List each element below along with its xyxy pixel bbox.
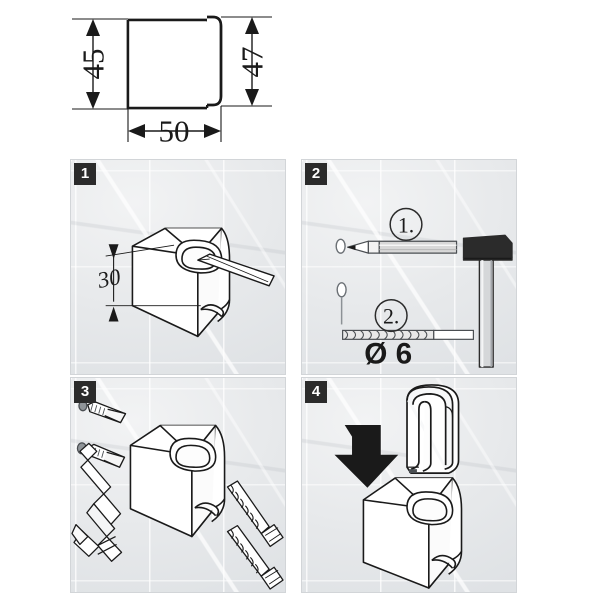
dimension-label-50: 50: [159, 114, 190, 149]
wall-bracket: [129, 424, 226, 538]
step-panel-3: 3: [70, 377, 286, 593]
dimension-label-30: 30: [94, 264, 123, 294]
pencil: [197, 253, 275, 287]
silicone-gun: [71, 442, 123, 562]
step-panel-1: 1: [70, 159, 286, 375]
drill-diameter-label: Ø 6: [364, 338, 412, 371]
step-3-illustration: [71, 400, 284, 590]
dimension-label-45: 45: [76, 49, 111, 80]
arrow-down-47: [245, 89, 259, 106]
step-4-illustration: [334, 384, 463, 589]
sub-step-2-circle: [374, 298, 408, 333]
step-panel-4: 4: [301, 377, 517, 593]
wall-bracket: [131, 227, 231, 338]
screw: [226, 524, 284, 590]
wall-anchor: [78, 400, 127, 424]
step-badge-3: 3: [74, 381, 96, 403]
arrow-right-50: [204, 124, 221, 138]
arrow-down-30: [108, 244, 119, 260]
marked-hole-lower: [336, 282, 347, 298]
arrow-up-47: [245, 17, 259, 34]
step-panel-2: 2: [301, 159, 517, 375]
sub-step-1-label: 1.: [398, 213, 414, 237]
arrow-up-45: [86, 19, 100, 36]
step-badge-2: 2: [305, 163, 327, 185]
sub-step-1-circle: [389, 207, 423, 241]
down-arrow: [334, 425, 399, 488]
cover-cap: [406, 384, 460, 474]
step-badge-4: 4: [305, 381, 327, 403]
dimension-label-47: 47: [235, 47, 270, 78]
step-2-illustration: 1. 2. Ø 6: [335, 207, 513, 371]
dimension-drawing-svg: 45 47 50: [72, 15, 272, 149]
arrow-down-45: [86, 92, 100, 109]
pencil: [346, 240, 458, 254]
wall-bracket: [362, 477, 463, 589]
step-panel-grid: 1: [70, 159, 519, 593]
step-badge-1: 1: [74, 163, 96, 185]
marked-hole-upper: [335, 238, 346, 254]
dimension-drawing: 45 47 50: [0, 0, 600, 150]
dimension-extension-lines: [72, 16, 272, 142]
sub-step-2-label: 2.: [383, 305, 399, 329]
step-1-illustration: 30: [94, 227, 275, 338]
screw: [226, 480, 284, 548]
arrow-up-30: [108, 306, 119, 322]
arrow-left-50: [128, 124, 145, 138]
hammer: [462, 234, 513, 368]
